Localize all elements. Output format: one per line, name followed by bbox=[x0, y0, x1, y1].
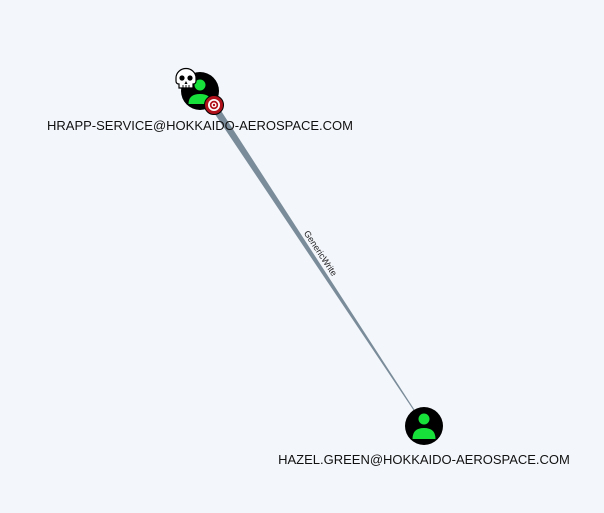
node-hrapp-service[interactable]: HRAPP-SERVICE@HOKKAIDO-AEROSPACE.COM bbox=[47, 67, 353, 134]
skull-icon bbox=[175, 67, 197, 89]
node-label: HRAPP-SERVICE@HOKKAIDO-AEROSPACE.COM bbox=[47, 118, 353, 133]
node-label: HAZEL.GREEN@HOKKAIDO-AEROSPACE.COM bbox=[278, 452, 570, 467]
node-circle[interactable] bbox=[405, 407, 443, 445]
node-hazel-green[interactable]: HAZEL.GREEN@HOKKAIDO-AEROSPACE.COM bbox=[278, 407, 570, 467]
target-icon bbox=[204, 95, 224, 115]
edge-line[interactable] bbox=[214, 111, 416, 412]
user-icon bbox=[412, 413, 436, 439]
